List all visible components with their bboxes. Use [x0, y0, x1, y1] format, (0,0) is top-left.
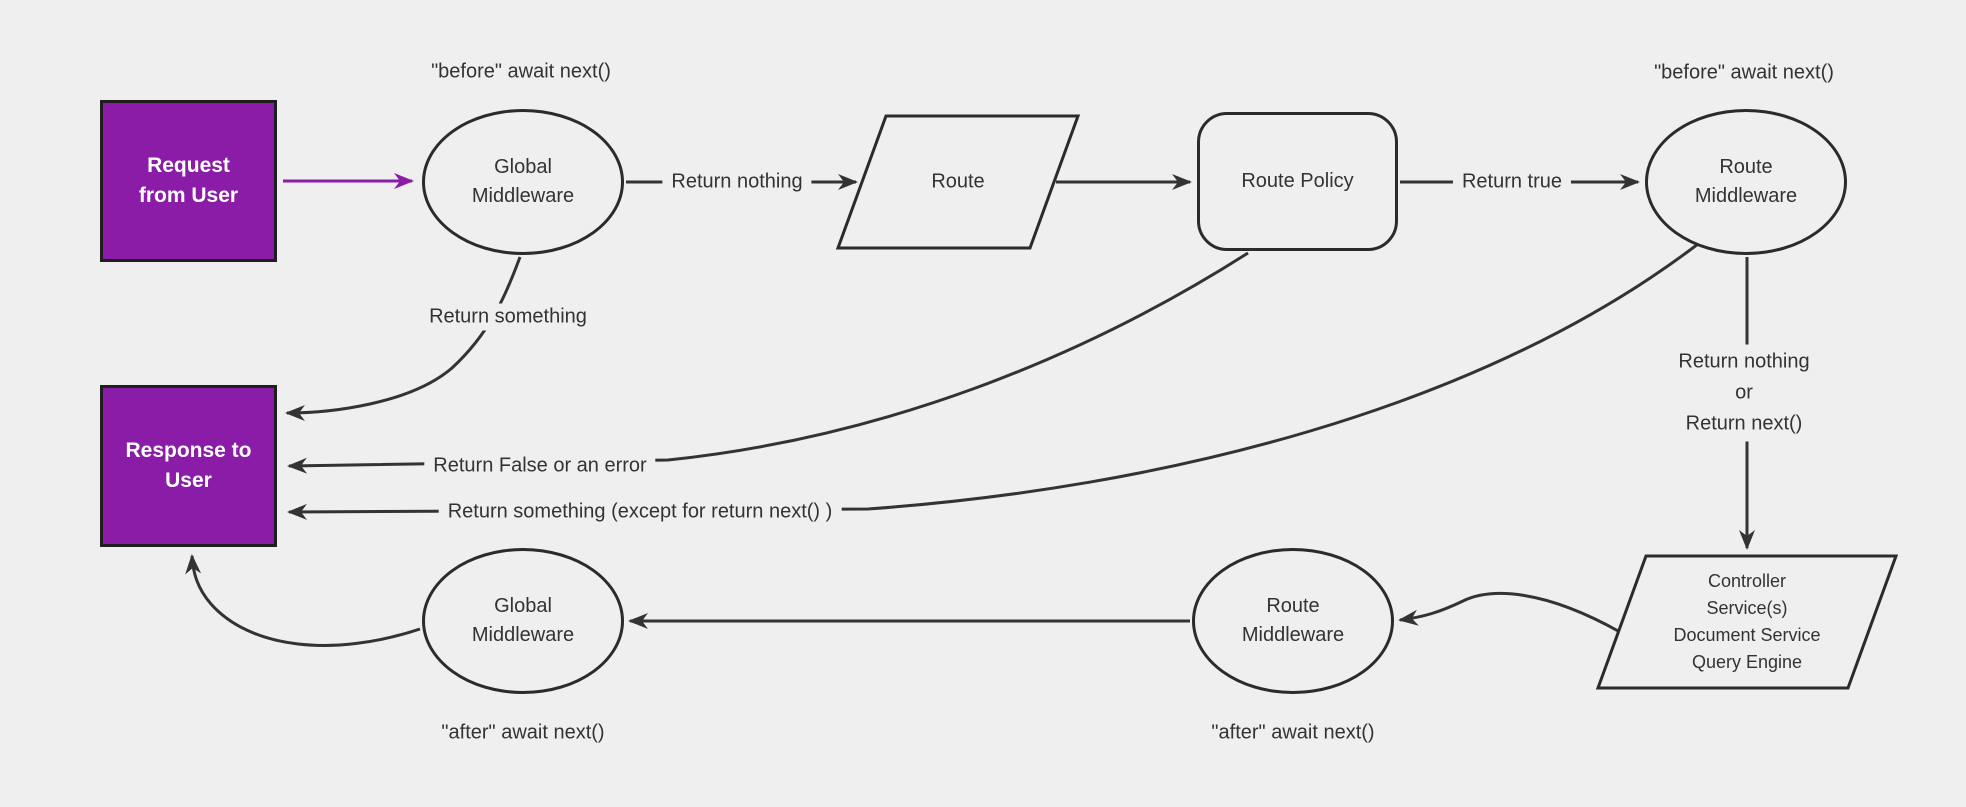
edge-global-middleware-to-response [185, 554, 421, 647]
controller-line-1: Controller [1707, 571, 1787, 591]
request-from-user-label: Request from User [138, 153, 239, 207]
edge-return-false-or-error [287, 251, 1249, 474]
edge-label-return-false: Return False or an error [424, 452, 656, 480]
global-middleware-bottom-label: Global Middleware [471, 595, 575, 646]
annotation-before-route: "before" await next() [1654, 61, 1834, 84]
route-policy-node: Route Policy [1197, 112, 1398, 251]
response-to-user-label: Response to User [125, 438, 252, 492]
controller-line-4: Query Engine [1691, 652, 1803, 672]
return-nothing-or-line-1: Return nothing [1678, 350, 1810, 373]
route-middleware-bottom-label: Route Middleware [1241, 595, 1345, 646]
edge-label-return-nothing: Return nothing [662, 168, 812, 196]
edge-label-return-true: Return true [1452, 168, 1572, 196]
controller-line-3: Document Service [1673, 625, 1821, 645]
edge-return-something [285, 256, 522, 421]
controller-node-label: Controller Service(s) Document Service Q… [1673, 568, 1820, 676]
edge-label-return-nothing-or-next: Return nothing or Return next() [1669, 344, 1819, 442]
route-policy-label: Route Policy [1241, 170, 1354, 192]
route-middleware-bottom-node: Route Middleware [1192, 548, 1394, 694]
route-node-shape [835, 114, 1081, 250]
annotation-after-global: "after" await next() [441, 721, 605, 744]
route-middleware-top-label: Route Middleware [1694, 156, 1798, 207]
response-to-user-node: Response to User [100, 385, 277, 547]
global-middleware-top-label: Global Middleware [471, 156, 575, 207]
route-node-label: Route [931, 170, 985, 193]
edge-label-return-something-except: Return something (except for return next… [438, 498, 842, 526]
global-middleware-bottom-node: Global Middleware [422, 548, 624, 694]
edge-label-return-something: Return something [420, 303, 596, 331]
annotation-before-global: "before" await next() [431, 60, 611, 83]
edge-return-something-except [287, 242, 1699, 520]
return-nothing-or-line-2: or [1735, 381, 1753, 404]
annotation-after-route: "after" await next() [1211, 721, 1375, 744]
return-nothing-or-line-3: Return next() [1685, 412, 1803, 435]
route-middleware-top-node: Route Middleware [1645, 109, 1847, 255]
global-middleware-top-node: Global Middleware [422, 109, 624, 255]
controller-node-shape [1595, 554, 1899, 690]
request-from-user-node: Request from User [100, 100, 277, 262]
edge-controller-to-route-middleware [1398, 592, 1621, 634]
controller-line-2: Service(s) [1706, 598, 1788, 618]
